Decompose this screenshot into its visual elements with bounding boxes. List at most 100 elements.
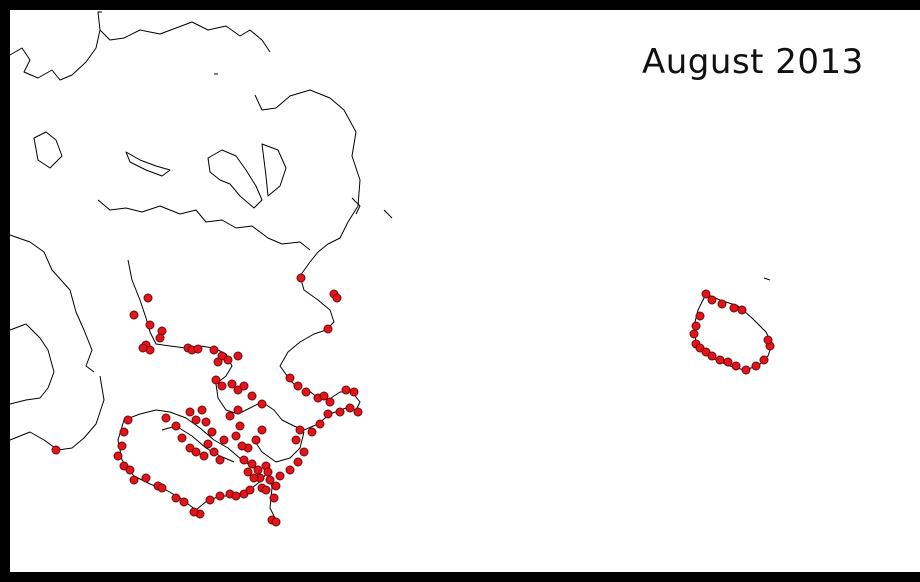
observation-point [237,441,247,451]
observation-point [145,320,155,330]
observation-point [129,310,139,320]
observation-point [247,391,257,401]
observation-point [193,344,203,354]
observation-point [695,311,705,321]
observation-point [125,465,135,475]
observation-point [723,357,733,367]
observation-point [219,435,229,445]
observation-point [323,324,333,334]
observation-point [239,381,249,391]
observation-point [129,475,139,485]
observation-point [177,433,187,443]
observation-point [199,451,209,461]
observation-point [353,407,363,417]
observation-point [215,491,225,501]
observation-point [243,467,253,477]
observation-point [249,473,259,483]
observation-point [233,351,243,361]
observation-point [207,427,217,437]
observation-point [143,293,153,303]
observation-point [227,379,237,389]
observation-point [223,355,233,365]
observation-point [295,425,305,435]
observation-point [261,485,271,495]
observation-point [253,465,263,475]
observation-point [231,431,241,441]
observation-point [707,295,717,305]
observation-point [349,387,359,397]
observation-point [257,425,267,435]
observation-point [689,329,699,339]
observation-point [335,407,345,417]
observation-point [209,447,219,457]
observation-point [161,413,171,423]
coastline-funen [127,259,361,431]
observation-point [759,355,769,365]
observation-point [51,445,61,455]
observation-point [717,299,727,309]
observation-point [296,273,306,283]
observation-point [285,373,295,383]
observation-point [247,459,257,469]
coastline-jutland [9,11,361,253]
observation-point [201,417,211,427]
observation-point [271,517,281,527]
observation-point [211,375,221,385]
observation-point [203,439,213,449]
observation-point [319,391,329,401]
observation-point [315,419,325,429]
observation-point [141,473,151,483]
observation-point [157,483,167,493]
observation-point [235,421,245,431]
observation-point [225,411,235,421]
observation-point [209,345,219,355]
observation-point [301,387,311,397]
coastline-limfjord [33,131,287,209]
map-title: August 2013 [642,42,864,82]
observation-point [263,467,273,477]
observation-point [731,361,741,371]
observation-point [293,457,303,467]
observation-point [763,335,773,345]
observation-point [323,409,333,419]
observation-point [231,491,241,501]
observation-point [123,415,133,425]
observation-point [285,465,295,475]
observation-point [191,415,201,425]
observation-point [729,303,739,313]
observation-point [217,381,227,391]
observation-point [332,293,342,303]
observation-point [291,435,301,445]
observation-point [205,495,215,505]
observation-point [117,441,127,451]
observation-point [251,435,261,445]
observation-point [215,455,225,465]
observation-point [189,507,199,517]
observation-point [715,355,725,365]
observation-point [179,497,189,507]
observation-point [213,357,223,367]
observation-point [325,397,335,407]
coastline-islet [763,277,771,281]
observation-point [257,399,267,409]
observation-point [113,451,123,461]
observation-point [171,493,181,503]
observation-point [345,403,355,413]
observation-point [271,481,281,491]
observation-point [155,333,165,343]
observation-point [239,455,249,465]
observation-points [51,273,775,527]
observation-point [275,471,285,481]
coastline-west [9,234,105,455]
observation-point [119,427,129,437]
observation-point [197,405,207,415]
observation-point [269,493,279,503]
observation-point [701,289,711,299]
observation-point [245,485,255,495]
observation-point [741,365,751,375]
observation-point [751,361,761,371]
observation-point [265,475,275,485]
observation-point [185,407,195,417]
coastline-islet [351,197,393,219]
